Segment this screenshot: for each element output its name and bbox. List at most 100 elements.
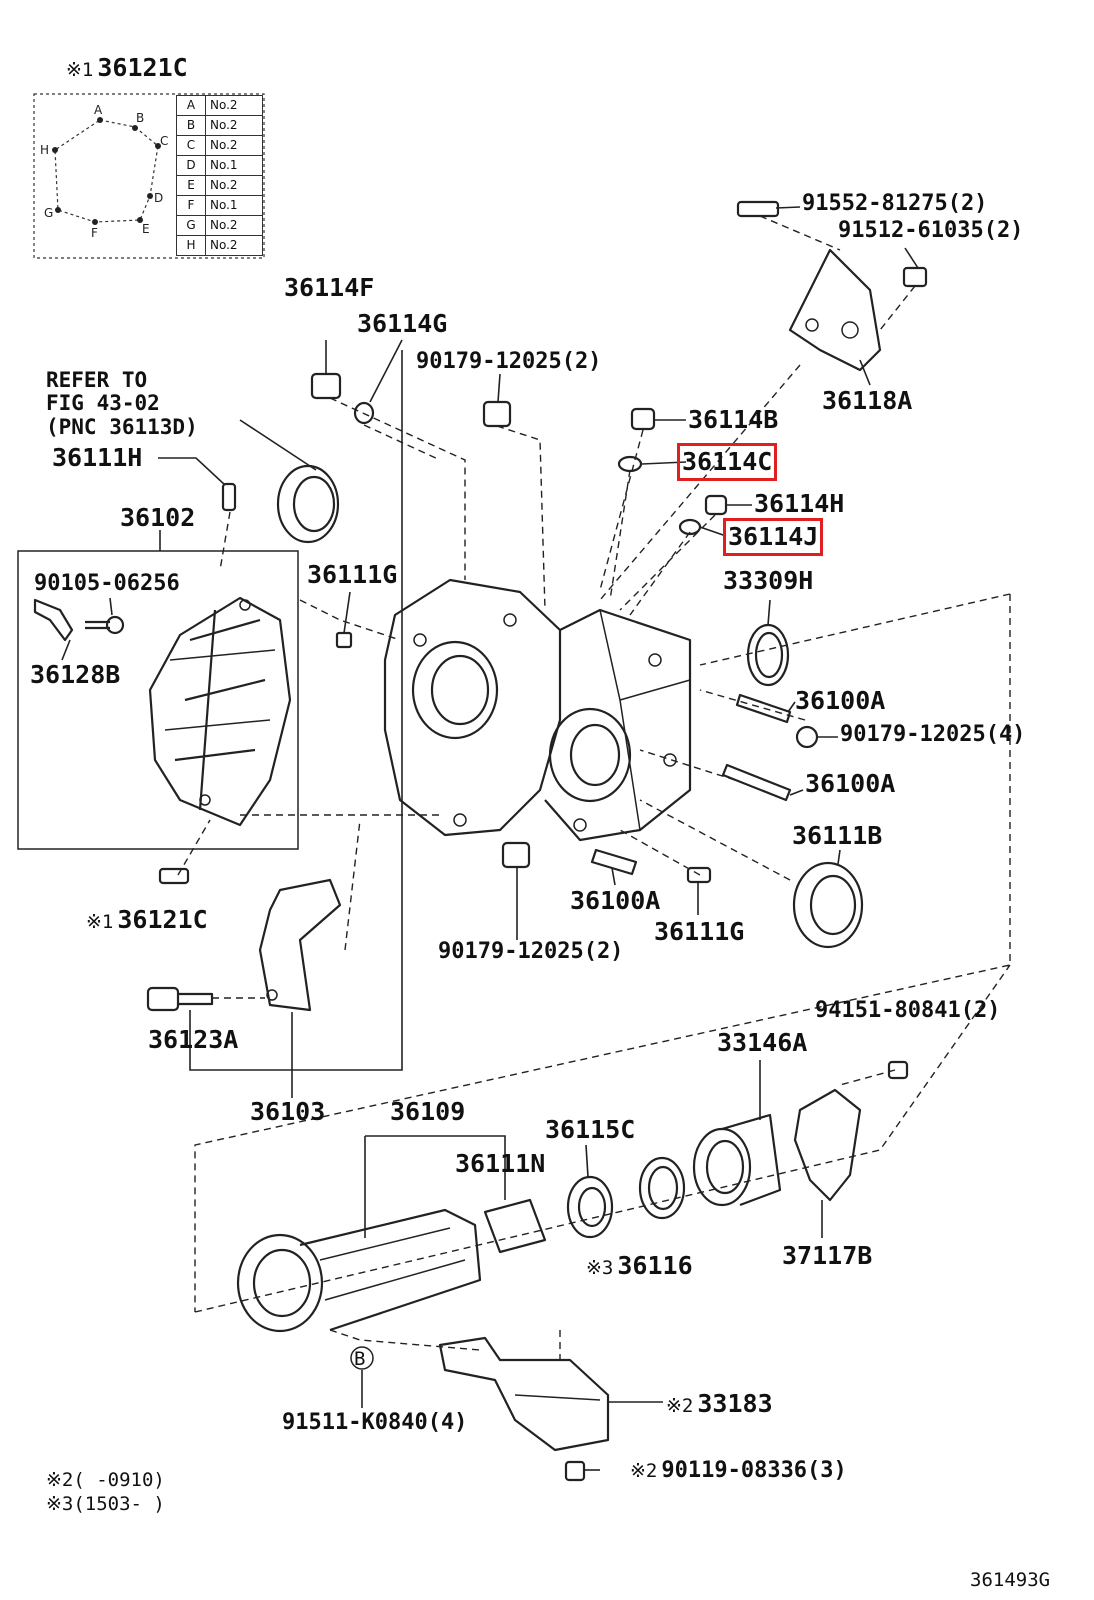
callout-36114c-highlighted: 36114C bbox=[676, 443, 778, 481]
oil-seal-left bbox=[276, 464, 340, 544]
inset-letter-d: D bbox=[154, 191, 164, 205]
inset-letter-g: G bbox=[44, 206, 54, 220]
bracket-33183 bbox=[438, 1336, 610, 1452]
legend-value: No.2 bbox=[205, 175, 263, 196]
assembly-dashed-lines bbox=[177, 215, 1011, 1360]
callout-36114f: 36114F bbox=[284, 273, 375, 302]
callout-36111b: 36111B bbox=[792, 821, 883, 850]
legend-letter: G bbox=[176, 215, 206, 236]
inset-letter-a: A bbox=[94, 103, 103, 117]
inset-letter-h: H bbox=[40, 143, 50, 157]
legend-letter: H bbox=[176, 235, 206, 256]
callout-33146a: 33146A bbox=[717, 1028, 808, 1057]
rear-cover-inset-box bbox=[17, 550, 299, 850]
gasket-36114j bbox=[678, 518, 702, 536]
callout-36102: 36102 bbox=[120, 503, 196, 532]
callout-90179-12025-c: 90179-12025(2) bbox=[438, 939, 624, 964]
callout-36114g: 36114G bbox=[357, 309, 448, 338]
marker-1: ※1 bbox=[66, 59, 94, 81]
oil-seal-36111b bbox=[792, 861, 864, 949]
callout-91552-81275: 91552-81275(2) bbox=[802, 191, 988, 216]
plug-90179-c bbox=[501, 841, 531, 869]
gasket-36114c bbox=[617, 455, 643, 473]
refer-to-line-1: REFER TO bbox=[46, 368, 148, 392]
legend-letter: D bbox=[176, 155, 206, 176]
guide-36103 bbox=[258, 878, 342, 1012]
dowel-36111g-a bbox=[335, 631, 353, 649]
legend-value: No.2 bbox=[205, 235, 263, 256]
callout-36100a-b: 36100A bbox=[805, 769, 896, 798]
callout-36123a: 36123A bbox=[148, 1025, 239, 1054]
marker-circle-b-ring bbox=[350, 1346, 374, 1370]
bushing-36111n bbox=[483, 1198, 547, 1254]
footnote-2: ※2( -0910) bbox=[46, 1469, 165, 1491]
nut-94151 bbox=[887, 1060, 909, 1080]
callout-36114h: 36114H bbox=[754, 489, 845, 518]
callout-36100a-c: 36100A bbox=[570, 886, 661, 915]
plug-36114b bbox=[630, 407, 656, 431]
refer-to-line-2: FIG 43-02 bbox=[46, 391, 160, 415]
callout-33309h: 33309H bbox=[723, 566, 814, 595]
legend-letter: F bbox=[176, 195, 206, 216]
callout-36114j-highlighted: 36114J bbox=[722, 518, 824, 556]
extension-housing-36109 bbox=[236, 1208, 482, 1333]
transfer-case-body bbox=[383, 578, 692, 842]
marker-1-mid: ※1 bbox=[86, 911, 114, 933]
callout-90179-12025-a: 90179-12025(2) bbox=[416, 349, 602, 374]
figure-id: 361493G bbox=[970, 1569, 1051, 1591]
callout-90179-12025-b: 90179-12025(4) bbox=[840, 722, 1026, 747]
dowel-36111g-b bbox=[686, 866, 712, 884]
footnote-3: ※3(1503- ) bbox=[46, 1493, 165, 1515]
inset-letter-e: E bbox=[142, 222, 150, 236]
rear-cover-shape bbox=[148, 596, 292, 827]
legend-value: No.1 bbox=[205, 195, 263, 216]
refer-to-line-3: (PNC 36113D) bbox=[46, 415, 198, 439]
callout-36100a-a: 36100A bbox=[795, 686, 886, 715]
gasket-36114g bbox=[353, 401, 375, 425]
callout-36128b: 36128B bbox=[30, 660, 121, 689]
breather-36111h bbox=[221, 482, 237, 512]
marker-3: ※3 bbox=[586, 1257, 614, 1279]
stud-36100a-a bbox=[735, 693, 792, 724]
nut-90179-b bbox=[795, 725, 819, 749]
callout-36103: 36103 bbox=[250, 1097, 326, 1126]
legend-value: No.2 bbox=[205, 95, 263, 116]
callout-91511-k0840: 91511-K0840(4) bbox=[282, 1410, 468, 1435]
legend-value: No.2 bbox=[205, 115, 263, 136]
plug-36114h bbox=[704, 494, 728, 516]
callout-90105-06256: 90105-06256 bbox=[34, 571, 180, 596]
marker-2-b: ※2 bbox=[630, 1460, 658, 1482]
ring-36116 bbox=[638, 1156, 686, 1220]
callout-36109: 36109 bbox=[390, 1097, 466, 1126]
callout-36115c: 36115C bbox=[545, 1115, 636, 1144]
inset-letter-b: B bbox=[136, 111, 145, 125]
callout-36111g-a: 36111G bbox=[307, 560, 398, 589]
legend-letter: A bbox=[176, 95, 206, 116]
marker-2: ※2 bbox=[666, 1395, 694, 1417]
legend-letter: B bbox=[176, 115, 206, 136]
callout-36111n: 36111N bbox=[455, 1149, 546, 1178]
bolt-36123a bbox=[146, 986, 214, 1012]
bracket-36128b bbox=[33, 598, 125, 642]
callout-37117b: 37117B bbox=[782, 1241, 873, 1270]
callout-36114b: 36114B bbox=[688, 405, 779, 434]
legend-value: No.2 bbox=[205, 215, 263, 236]
bolt-90119 bbox=[564, 1460, 586, 1482]
legend-letter: E bbox=[176, 175, 206, 196]
callout-36111g-b: 36111G bbox=[654, 917, 745, 946]
inset-letter-f: F bbox=[91, 226, 98, 240]
callout-91512-61035: 91512-61035(2) bbox=[838, 218, 1024, 243]
legend-letter: C bbox=[176, 135, 206, 156]
